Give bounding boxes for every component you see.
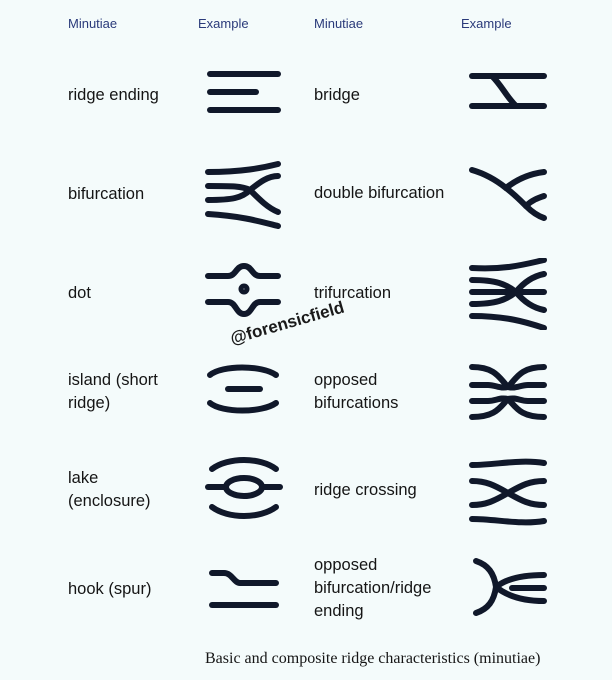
figure-caption: Basic and composite ridge characteristic… bbox=[205, 650, 541, 667]
ridge-ending-icon bbox=[202, 60, 286, 132]
label-double-bifurcation: double bifurcation bbox=[314, 184, 445, 202]
hook-icon bbox=[202, 555, 286, 627]
label-bridge: bridge bbox=[314, 86, 360, 104]
label-hook: hook (spur) bbox=[68, 580, 152, 598]
label-trifurcation: trifurcation bbox=[314, 284, 392, 302]
label-dot: dot bbox=[68, 284, 91, 302]
double-bifurcation-icon bbox=[466, 160, 550, 232]
label-opposed-bifurcation-ridge-ending: opposed bifurcation/ridge ending bbox=[314, 556, 432, 620]
label-island: island (short ridge) bbox=[68, 371, 158, 412]
island-icon bbox=[202, 355, 286, 427]
header-minutiae-right: Minutiae bbox=[314, 16, 364, 31]
header-example-left: Example bbox=[198, 16, 249, 31]
label-opposed-bifurcations: opposed bifurcations bbox=[314, 371, 399, 412]
lake-icon bbox=[202, 455, 286, 527]
header-example-right: Example bbox=[461, 16, 512, 31]
trifurcation-icon bbox=[466, 258, 550, 330]
ridge-crossing-icon bbox=[466, 455, 550, 527]
header-minutiae-left: Minutiae bbox=[68, 16, 118, 31]
label-lake: lake (enclosure) bbox=[68, 469, 151, 510]
bifurcation-icon bbox=[202, 160, 286, 232]
label-ridge-ending: ridge ending bbox=[68, 86, 159, 104]
bridge-icon bbox=[466, 60, 550, 132]
opposed-bifurcations-icon bbox=[466, 357, 550, 429]
label-bifurcation: bifurcation bbox=[68, 185, 145, 203]
opposed-bifurcation-ridge-ending-icon bbox=[466, 555, 550, 627]
dot-icon bbox=[202, 258, 286, 330]
label-ridge-crossing: ridge crossing bbox=[314, 481, 417, 499]
